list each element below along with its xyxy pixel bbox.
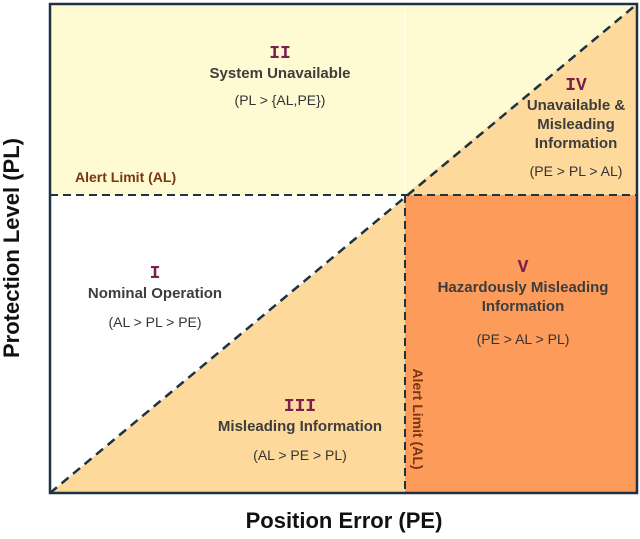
region-iv-title-1: Unavailable &: [526, 97, 626, 114]
region-i-title: Nominal Operation: [87, 285, 223, 302]
region-iii-label: III Misleading Information (AL > PE > PL…: [195, 397, 405, 464]
plot-frame: [48, 2, 639, 495]
region-v-bg: [405, 195, 637, 493]
region-iv-bg: [405, 4, 637, 195]
alert-limit-horizontal-label: Alert Limit (AL): [75, 169, 177, 185]
region-ii-condition: (PL > {AL,PE}): [234, 92, 326, 108]
region-v-label: V Hazardously Misleading Information (PE…: [412, 258, 634, 348]
region-iv-title-3: Information: [534, 135, 618, 152]
alert-limit-vertical-label: Alert Limit (AL): [410, 368, 426, 470]
region-i-condition: (AL > PL > PE): [108, 314, 202, 330]
x-axis-label: Position Error (PE): [245, 508, 443, 533]
diagonal-pl-equals-pe: [49, 3, 638, 494]
region-i-label: I Nominal Operation (AL > PL > PE): [55, 264, 255, 331]
region-i-numeral: I: [149, 264, 161, 284]
region-ii-numeral: II: [269, 44, 291, 64]
region-iii-title: Misleading Information: [217, 418, 383, 435]
region-v-numeral: V: [517, 258, 529, 278]
region-v-title-1: Hazardously Misleading: [437, 279, 609, 296]
region-iv-numeral: IV: [565, 76, 587, 96]
region-iii-numeral: III: [283, 397, 317, 417]
region-ii-title: System Unavailable: [209, 65, 351, 82]
region-iv-condition: (PE > PL > AL): [529, 163, 623, 179]
y-axis-label: Protection Level (PL): [0, 137, 24, 359]
region-iii-condition: (AL > PE > PL): [253, 447, 347, 463]
region-iv-label: IV Unavailable & Misleading Information …: [512, 76, 640, 180]
region-ii-label: II System Unavailable (PL > {AL,PE}): [180, 44, 380, 109]
region-v-title-2: Information: [481, 298, 565, 315]
region-v-condition: (PE > AL > PL): [476, 331, 570, 347]
region-iv-title-2: Misleading: [537, 116, 615, 133]
